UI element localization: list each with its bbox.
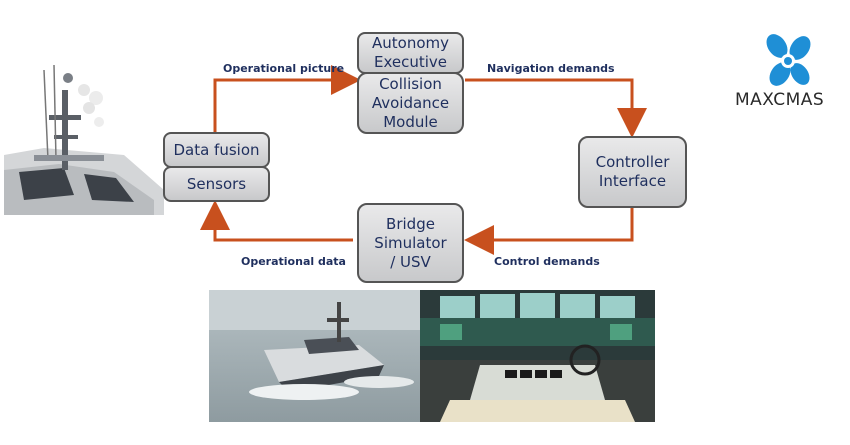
- autonomy-executive-label: Autonomy Executive: [372, 34, 449, 71]
- label-navigation-demands: Navigation demands: [487, 62, 615, 75]
- propeller-icon: [766, 34, 811, 86]
- data-fusion-box: Data fusion: [163, 132, 270, 168]
- sensors-box: Sensors: [163, 166, 270, 202]
- label-operational-picture: Operational picture: [223, 62, 345, 75]
- sensors-label: Sensors: [186, 174, 247, 193]
- controller-interface-label: Controller Interface: [595, 153, 670, 190]
- bridge-simulator-label: Bridge Simulator / USV: [374, 214, 447, 271]
- label-operational-data: Operational data: [241, 255, 346, 268]
- edge-operational-data: [200, 200, 353, 242]
- edge-operational-picture: [213, 65, 361, 135]
- usv-boat-photo: [209, 290, 420, 422]
- label-control-demands: Control demands: [494, 255, 600, 268]
- edge-navigation-demands: [465, 78, 647, 138]
- controller-interface-box: Controller Interface: [578, 136, 687, 208]
- ship-bridge-photo: [420, 290, 655, 422]
- edge-control-demands: [464, 208, 634, 255]
- data-fusion-label: Data fusion: [173, 140, 260, 159]
- collision-avoidance-label: Collision Avoidance Module: [371, 74, 450, 131]
- collision-avoidance-box: Collision Avoidance Module: [357, 72, 464, 134]
- logo-text: MAXCMAS: [735, 90, 825, 110]
- bridge-simulator-box: Bridge Simulator / USV: [357, 203, 464, 283]
- autonomy-executive-box: Autonomy Executive: [357, 32, 464, 74]
- usv-mast-photo: [4, 60, 164, 215]
